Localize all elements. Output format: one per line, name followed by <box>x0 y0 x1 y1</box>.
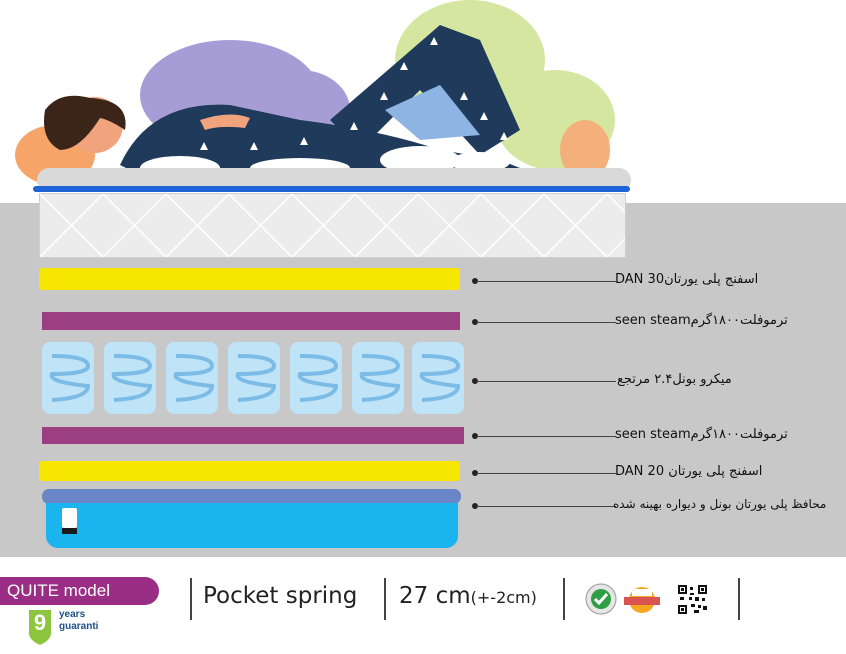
pointer-dot <box>472 503 478 509</box>
warranty-text: years guaranti <box>59 609 98 633</box>
separator <box>384 578 386 620</box>
100-percent-badge-icon <box>624 587 660 613</box>
base-protector <box>46 503 458 548</box>
pointer-line <box>476 436 616 437</box>
leaf-logo-icon <box>62 508 77 534</box>
pointer-line <box>476 473 616 474</box>
foam-layer-20dan <box>39 461 460 481</box>
label-row-springs: میکرو بونل۲.۴ مرتجع <box>472 372 802 392</box>
layer-label: اسفنج پلی یورتان30 DAN <box>615 272 759 287</box>
layer-label: ترموفلت۱۸۰۰گرمseen steam <box>615 313 788 328</box>
coil-waves <box>49 354 461 402</box>
foam-layer-30dan <box>39 268 460 290</box>
label-row-foam-30: اسفنج پلی یورتان30 DAN <box>472 272 802 292</box>
base-top-band <box>42 489 461 504</box>
height-main: 27 cm <box>399 583 471 609</box>
height-spec: 27 cm(+-2cm) <box>399 583 537 609</box>
label-row-felt-top: ترموفلت۱۸۰۰گرمseen steam <box>472 313 802 333</box>
warranty-line-2: guaranti <box>59 621 99 632</box>
label-row-protector: محافظ پلی یورتان بونل و دیواره بهینه شده <box>472 497 842 517</box>
layer-label: اسفنج پلی یورتان 20 DAN <box>615 464 763 479</box>
felt-layer-top <box>42 312 460 330</box>
model-badge: QUITE model <box>0 577 159 605</box>
pointer-dot <box>472 278 478 284</box>
height-tolerance: (+-2cm) <box>470 588 537 607</box>
pointer-line <box>476 506 616 507</box>
spring-type: Pocket spring <box>203 583 358 609</box>
warranty-line-1: years <box>59 609 86 620</box>
layer-label: ترموفلت۱۸۰۰گرمseen steam <box>615 427 788 442</box>
pointer-line <box>476 281 616 282</box>
pointer-dot <box>472 470 478 476</box>
pointer-dot <box>472 433 478 439</box>
pointer-dot <box>472 319 478 325</box>
felt-layer-bottom <box>42 427 464 444</box>
warranty-shield-icon <box>27 608 53 647</box>
label-row-foam-20: اسفنج پلی یورتان 20 DAN <box>472 464 802 484</box>
separator <box>738 578 740 620</box>
layer-label: میکرو بونل۲.۴ مرتجع <box>617 372 732 387</box>
label-row-felt-bottom: ترموفلت۱۸۰۰گرمseen steam <box>472 427 802 447</box>
layer-label: محافظ پلی یورتان بونل و دیواره بهینه شده <box>613 497 827 511</box>
qr-code-icon <box>677 584 708 615</box>
pointer-line <box>476 322 616 323</box>
separator <box>563 578 565 620</box>
quality-check-icon <box>585 583 617 615</box>
separator <box>190 578 192 620</box>
warranty-number: 9 <box>33 610 47 635</box>
pointer-dot <box>472 378 478 384</box>
topper-edge <box>33 186 630 192</box>
pointer-line <box>476 381 616 382</box>
quilted-cover <box>39 193 626 258</box>
